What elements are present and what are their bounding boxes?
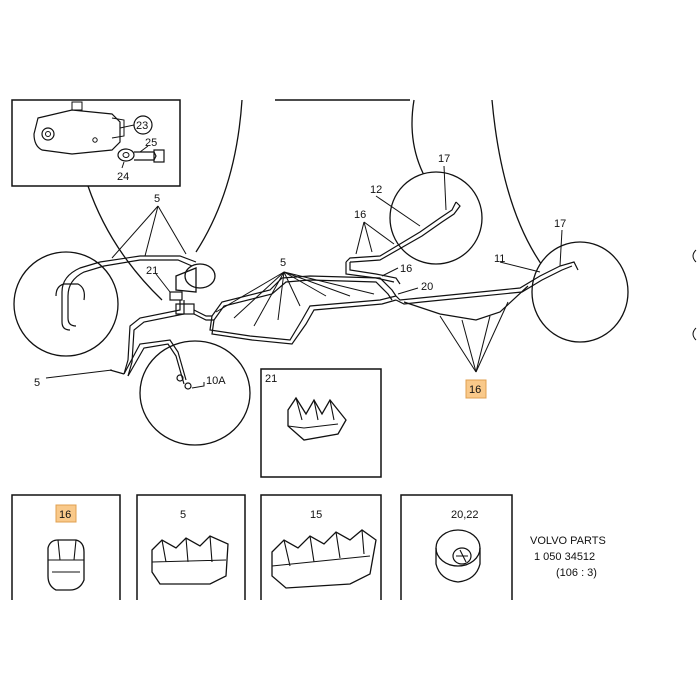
leader-fan-16-bottom [439,301,509,373]
inset-grommet [400,494,513,600]
leader-lines-misc [45,165,563,379]
callout-20: 20 [421,281,433,293]
edge-mark [692,327,697,341]
edge-mark [692,249,697,263]
inset-label-16: 16 [59,509,71,521]
callout-25: 25 [145,137,157,149]
callout-17-front: 17 [438,153,450,165]
inset-label-15: 15 [310,509,322,521]
callout-16-lower: 16 [400,263,412,275]
callout-16-upper: 16 [354,209,366,221]
leader-fan-16-top [355,221,395,255]
callout-16-highlight-box [465,379,487,399]
leader-curve-arrow [195,99,243,253]
leader-curve [87,185,163,301]
master-cylinder-inset [11,99,181,187]
callout-23: 23 [136,120,148,132]
inset-label-21: 21 [265,373,277,385]
callout-11: 11 [494,253,505,265]
wheel-rear-right [531,241,629,343]
wheel-front-right [389,171,483,265]
catalog-brand: VOLVO PARTS [530,535,606,547]
callout-5-mid: 5 [280,257,286,269]
inset-clip-16 [11,494,121,600]
inset-label-5: 5 [180,509,186,521]
callout-17-rear: 17 [554,218,566,230]
callout-10A: 10A [206,375,226,387]
brake-pipes [55,201,579,385]
leader-fan-5-mid [215,271,375,327]
callout-12: 12 [370,184,382,196]
inset-clip-5 [136,494,246,600]
leader-curve [491,99,545,269]
wheel-front-left [13,251,119,357]
leader-10A [191,382,205,389]
leader-fan-5-top [111,205,187,259]
inset-clip-15 [260,494,382,600]
inset-16-highlight-box [55,504,77,523]
wheel-rear-left [139,340,251,446]
catalog-number: 1 050 34512 [534,551,595,563]
fitting [184,382,192,390]
catalog-page: (106 : 3) [556,567,597,579]
callout-5-left: 5 [34,377,40,389]
callout-16-highlighted: 16 [469,384,481,396]
fitting [176,374,184,382]
callout-21: 21 [146,265,158,277]
callout-24: 24 [117,171,129,183]
inset-clip-21 [260,368,382,478]
inset-label-grommet: 20,22 [451,509,479,521]
callout-5-top: 5 [154,193,160,205]
